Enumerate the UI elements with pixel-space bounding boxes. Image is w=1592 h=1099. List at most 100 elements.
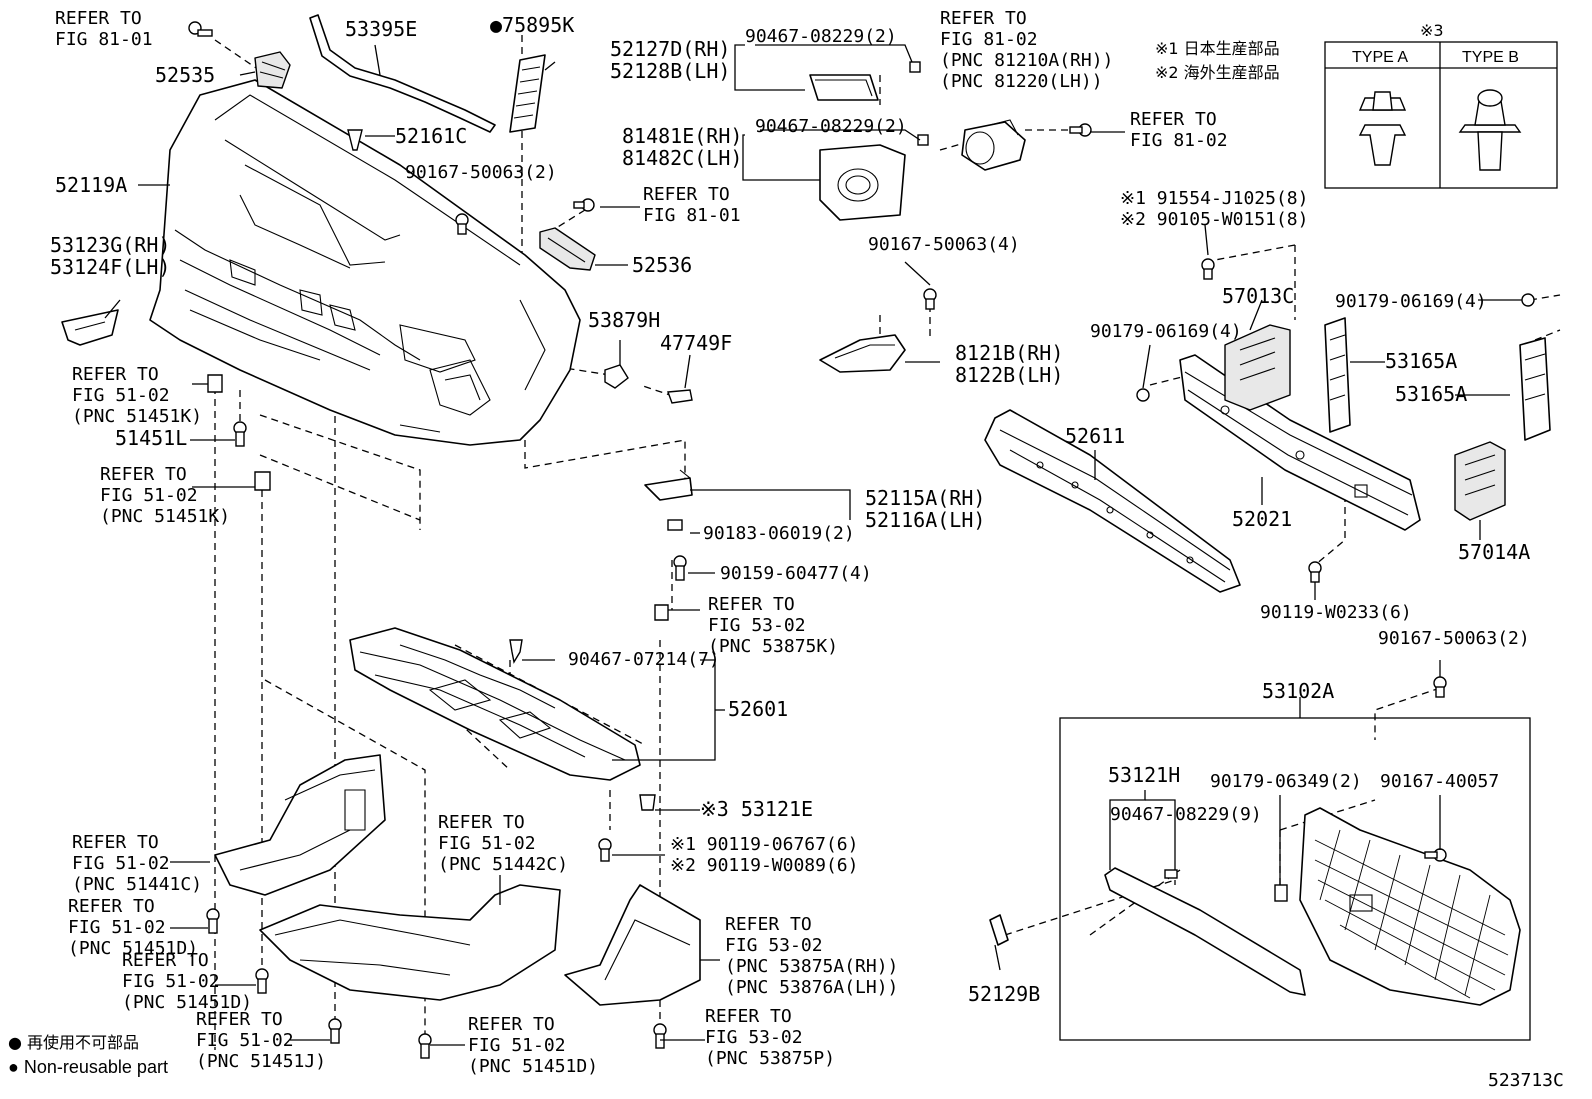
reflector-52127D [809, 74, 879, 101]
legend-line-jp: ● 再使用不可部品 [8, 1033, 139, 1052]
radiator-grille [1299, 807, 1521, 1006]
type-b-label: TYPE B [1462, 49, 1519, 66]
emblem-52129B [989, 914, 1009, 946]
label-90167-50063-c: 90167-50063(2) [1378, 628, 1530, 649]
label-90167-40057: 90167-40057 [1380, 771, 1499, 792]
bolt-icon [206, 908, 220, 934]
emblem-75895K [509, 54, 546, 133]
screw-47749F [667, 389, 693, 404]
clip-icon [207, 374, 223, 393]
crash-box-57013C [1224, 324, 1291, 411]
label-8121B: 8121B(RH)8122B(LH) [955, 341, 1063, 387]
type-box-header: ※3 [1420, 21, 1444, 40]
label-52535: 52535 [155, 63, 215, 87]
bracket-52535 [254, 51, 291, 89]
clip-icon [509, 639, 523, 664]
bolt-icon [1069, 123, 1092, 137]
splash-shield-51442C [259, 884, 561, 1001]
label-52115A: 52115A(RH)52116A(LH) [865, 486, 985, 532]
bracket-53165A-1 [1324, 317, 1351, 433]
label-52161C: 52161C [395, 124, 467, 148]
clip-53121E-icon [639, 794, 656, 811]
label-53121E: ※3 53121E [700, 797, 813, 821]
grille-mesh [1314, 829, 1509, 999]
label-note2: ※2 海外生産部品 [1155, 63, 1280, 82]
grille-assembly-box [1059, 717, 1531, 1041]
legend: ● 再使用不可部品 ● Non-reusable part [8, 1033, 168, 1077]
label-90467-08229-b: 90467-08229(2) [755, 116, 907, 137]
bolt-icon [923, 288, 937, 310]
label-90179-06169-a: 90179-06169(4) [1090, 321, 1242, 342]
bolt-icon [1201, 258, 1215, 280]
label-90119-06767: ※1 90119-06767(6)※2 90119-W0089(6) [670, 834, 858, 876]
label-53102A: 53102A [1262, 679, 1334, 703]
bolt-icon [673, 555, 687, 581]
clip-icon [1274, 884, 1288, 902]
label-52129B: 52129B [968, 982, 1040, 1006]
front-bumper-cover [149, 79, 581, 446]
fender-liner-53875A [564, 884, 701, 1006]
engine-under-cover-52601 [349, 627, 641, 781]
clip-type-a-icon [1358, 91, 1407, 166]
bolt-icon [328, 1018, 342, 1044]
bracket-53165A-2 [1519, 337, 1551, 441]
type-a-label: TYPE A [1352, 49, 1408, 66]
splash-shield-51441C [214, 754, 386, 896]
bolt-icon [653, 1023, 667, 1049]
label-90167-50063-b: 90167-50063(4) [868, 234, 1020, 255]
label-51451L: 51451L [115, 426, 187, 450]
label-90467-08229-c: 90467-08229(9) [1110, 804, 1262, 825]
fog-lamp-cover [819, 144, 906, 221]
label-52127D: 52127D(RH)52128B(LH) [610, 37, 730, 83]
bolt-icon [1433, 676, 1447, 698]
molding-53395E [309, 14, 496, 133]
label-53165A-a: 53165A [1385, 349, 1457, 373]
label-57013C: 57013C [1222, 284, 1294, 308]
bracket-52536 [539, 227, 596, 271]
label-75895K: ●75895K [490, 13, 574, 37]
label-90179-06349: 90179-06349(2) [1210, 771, 1362, 792]
crash-box-57014A [1454, 441, 1506, 521]
label-52119A: 52119A [55, 173, 127, 197]
nut-icon [917, 134, 929, 146]
label-note1: ※1 日本生産部品 [1155, 39, 1280, 58]
bracket-52115A [644, 469, 693, 501]
label-57014A: 57014A [1458, 540, 1530, 564]
clip-type-box [1324, 41, 1558, 189]
clip-52161C-icon [347, 129, 363, 151]
bolt-icon [598, 838, 612, 862]
bolt-icon [188, 21, 213, 37]
label-53395E: 53395E [345, 17, 417, 41]
label-53165A-b: 53165A [1395, 382, 1467, 406]
label-90167-50063-a: 90167-50063(2) [405, 162, 557, 183]
bolt-icon [1308, 561, 1322, 583]
bolt-icon [455, 213, 469, 235]
clip-53879H [604, 364, 629, 389]
bolt-icon [233, 421, 247, 447]
nut-icon [909, 61, 921, 73]
label-52536: 52536 [632, 253, 692, 277]
grille-molding-53121H [1104, 867, 1306, 996]
nut-icon [1136, 388, 1150, 402]
side-marker-lamp [819, 334, 906, 373]
label-52601: 52601 [728, 697, 788, 721]
figure-code: 523713C [1488, 1070, 1564, 1091]
nut-icon [1164, 869, 1178, 879]
corner-trim-53123G [61, 309, 119, 346]
bolt-icon [418, 1033, 432, 1059]
label-90467-08229-a: 90467-08229(2) [745, 26, 897, 47]
clip-type-labels: ※3 TYPE A TYPE B [1352, 21, 1519, 66]
label-52611: 52611 [1065, 424, 1125, 448]
energy-absorber-52611 [984, 409, 1241, 593]
